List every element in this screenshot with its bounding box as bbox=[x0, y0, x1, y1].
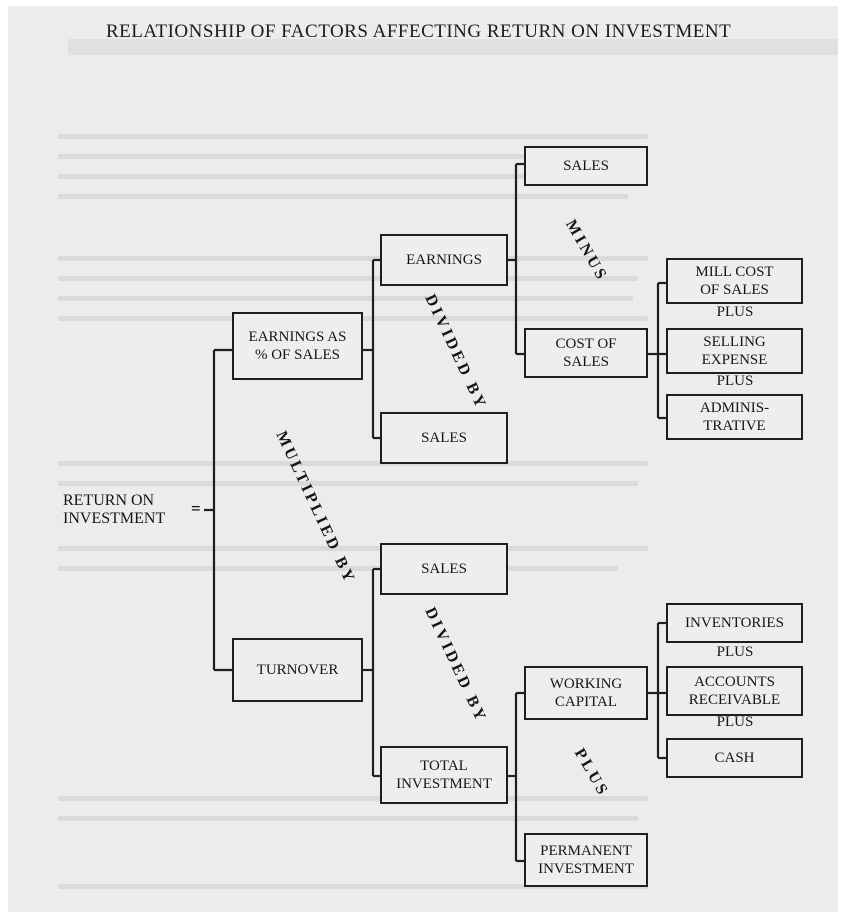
mill-cost-box: MILL COST OF SALES bbox=[666, 258, 803, 304]
cost-of-sales-box: COST OF SALES bbox=[524, 328, 648, 378]
bleed-through-line bbox=[58, 566, 618, 571]
root-label: RETURN ON INVESTMENT bbox=[63, 492, 166, 527]
sales-turnover-box: SALES bbox=[380, 543, 508, 595]
administrative-box: ADMINIS- TRATIVE bbox=[666, 394, 803, 440]
bleed-through-background bbox=[68, 39, 838, 55]
connector-lines bbox=[204, 162, 666, 863]
bleed-through-line bbox=[58, 296, 633, 301]
cash-box: CASH bbox=[666, 738, 803, 778]
bleed-through-line bbox=[58, 816, 638, 821]
bleed-through-line bbox=[58, 461, 648, 466]
equals-operator: = bbox=[191, 499, 201, 518]
plus-label: PLUS bbox=[716, 714, 754, 730]
bleed-through-line bbox=[58, 174, 643, 179]
scanned-page: RELATIONSHIP OF FACTORS AFFECTING RETURN… bbox=[8, 6, 838, 912]
working-capital-box: WORKING CAPITAL bbox=[524, 666, 648, 720]
plus-label: PLUS bbox=[716, 304, 754, 320]
bleed-through-line bbox=[58, 276, 638, 281]
diagram-title: RELATIONSHIP OF FACTORS AFFECTING RETURN… bbox=[106, 21, 732, 42]
selling-expense-box: SELLING EXPENSE bbox=[666, 328, 803, 374]
bleed-through-line bbox=[58, 194, 628, 199]
total-investment-box: TOTAL INVESTMENT bbox=[380, 746, 508, 804]
sales-top-box: SALES bbox=[524, 146, 648, 186]
bleed-through-line bbox=[58, 134, 648, 139]
accounts-receivable-box: ACCOUNTS RECEIVABLE bbox=[666, 666, 803, 716]
bleed-through-line bbox=[58, 546, 648, 551]
plus-label: PLUS bbox=[716, 373, 754, 389]
permanent-investment-box: PERMANENT INVESTMENT bbox=[524, 833, 648, 887]
bleed-through-line bbox=[58, 481, 638, 486]
bleed-through-line bbox=[58, 256, 648, 261]
plus-label: PLUS bbox=[716, 644, 754, 660]
sales-divisor-box: SALES bbox=[380, 412, 508, 464]
bleed-through-line bbox=[58, 154, 638, 159]
inventories-box: INVENTORIES bbox=[666, 603, 803, 643]
turnover-box: TURNOVER bbox=[232, 638, 363, 702]
bleed-through-line bbox=[58, 884, 648, 889]
bleed-through-line bbox=[58, 796, 648, 801]
earnings-box: EARNINGS bbox=[380, 234, 508, 286]
earnings-as-percent-box: EARNINGS AS % OF SALES bbox=[232, 312, 363, 380]
